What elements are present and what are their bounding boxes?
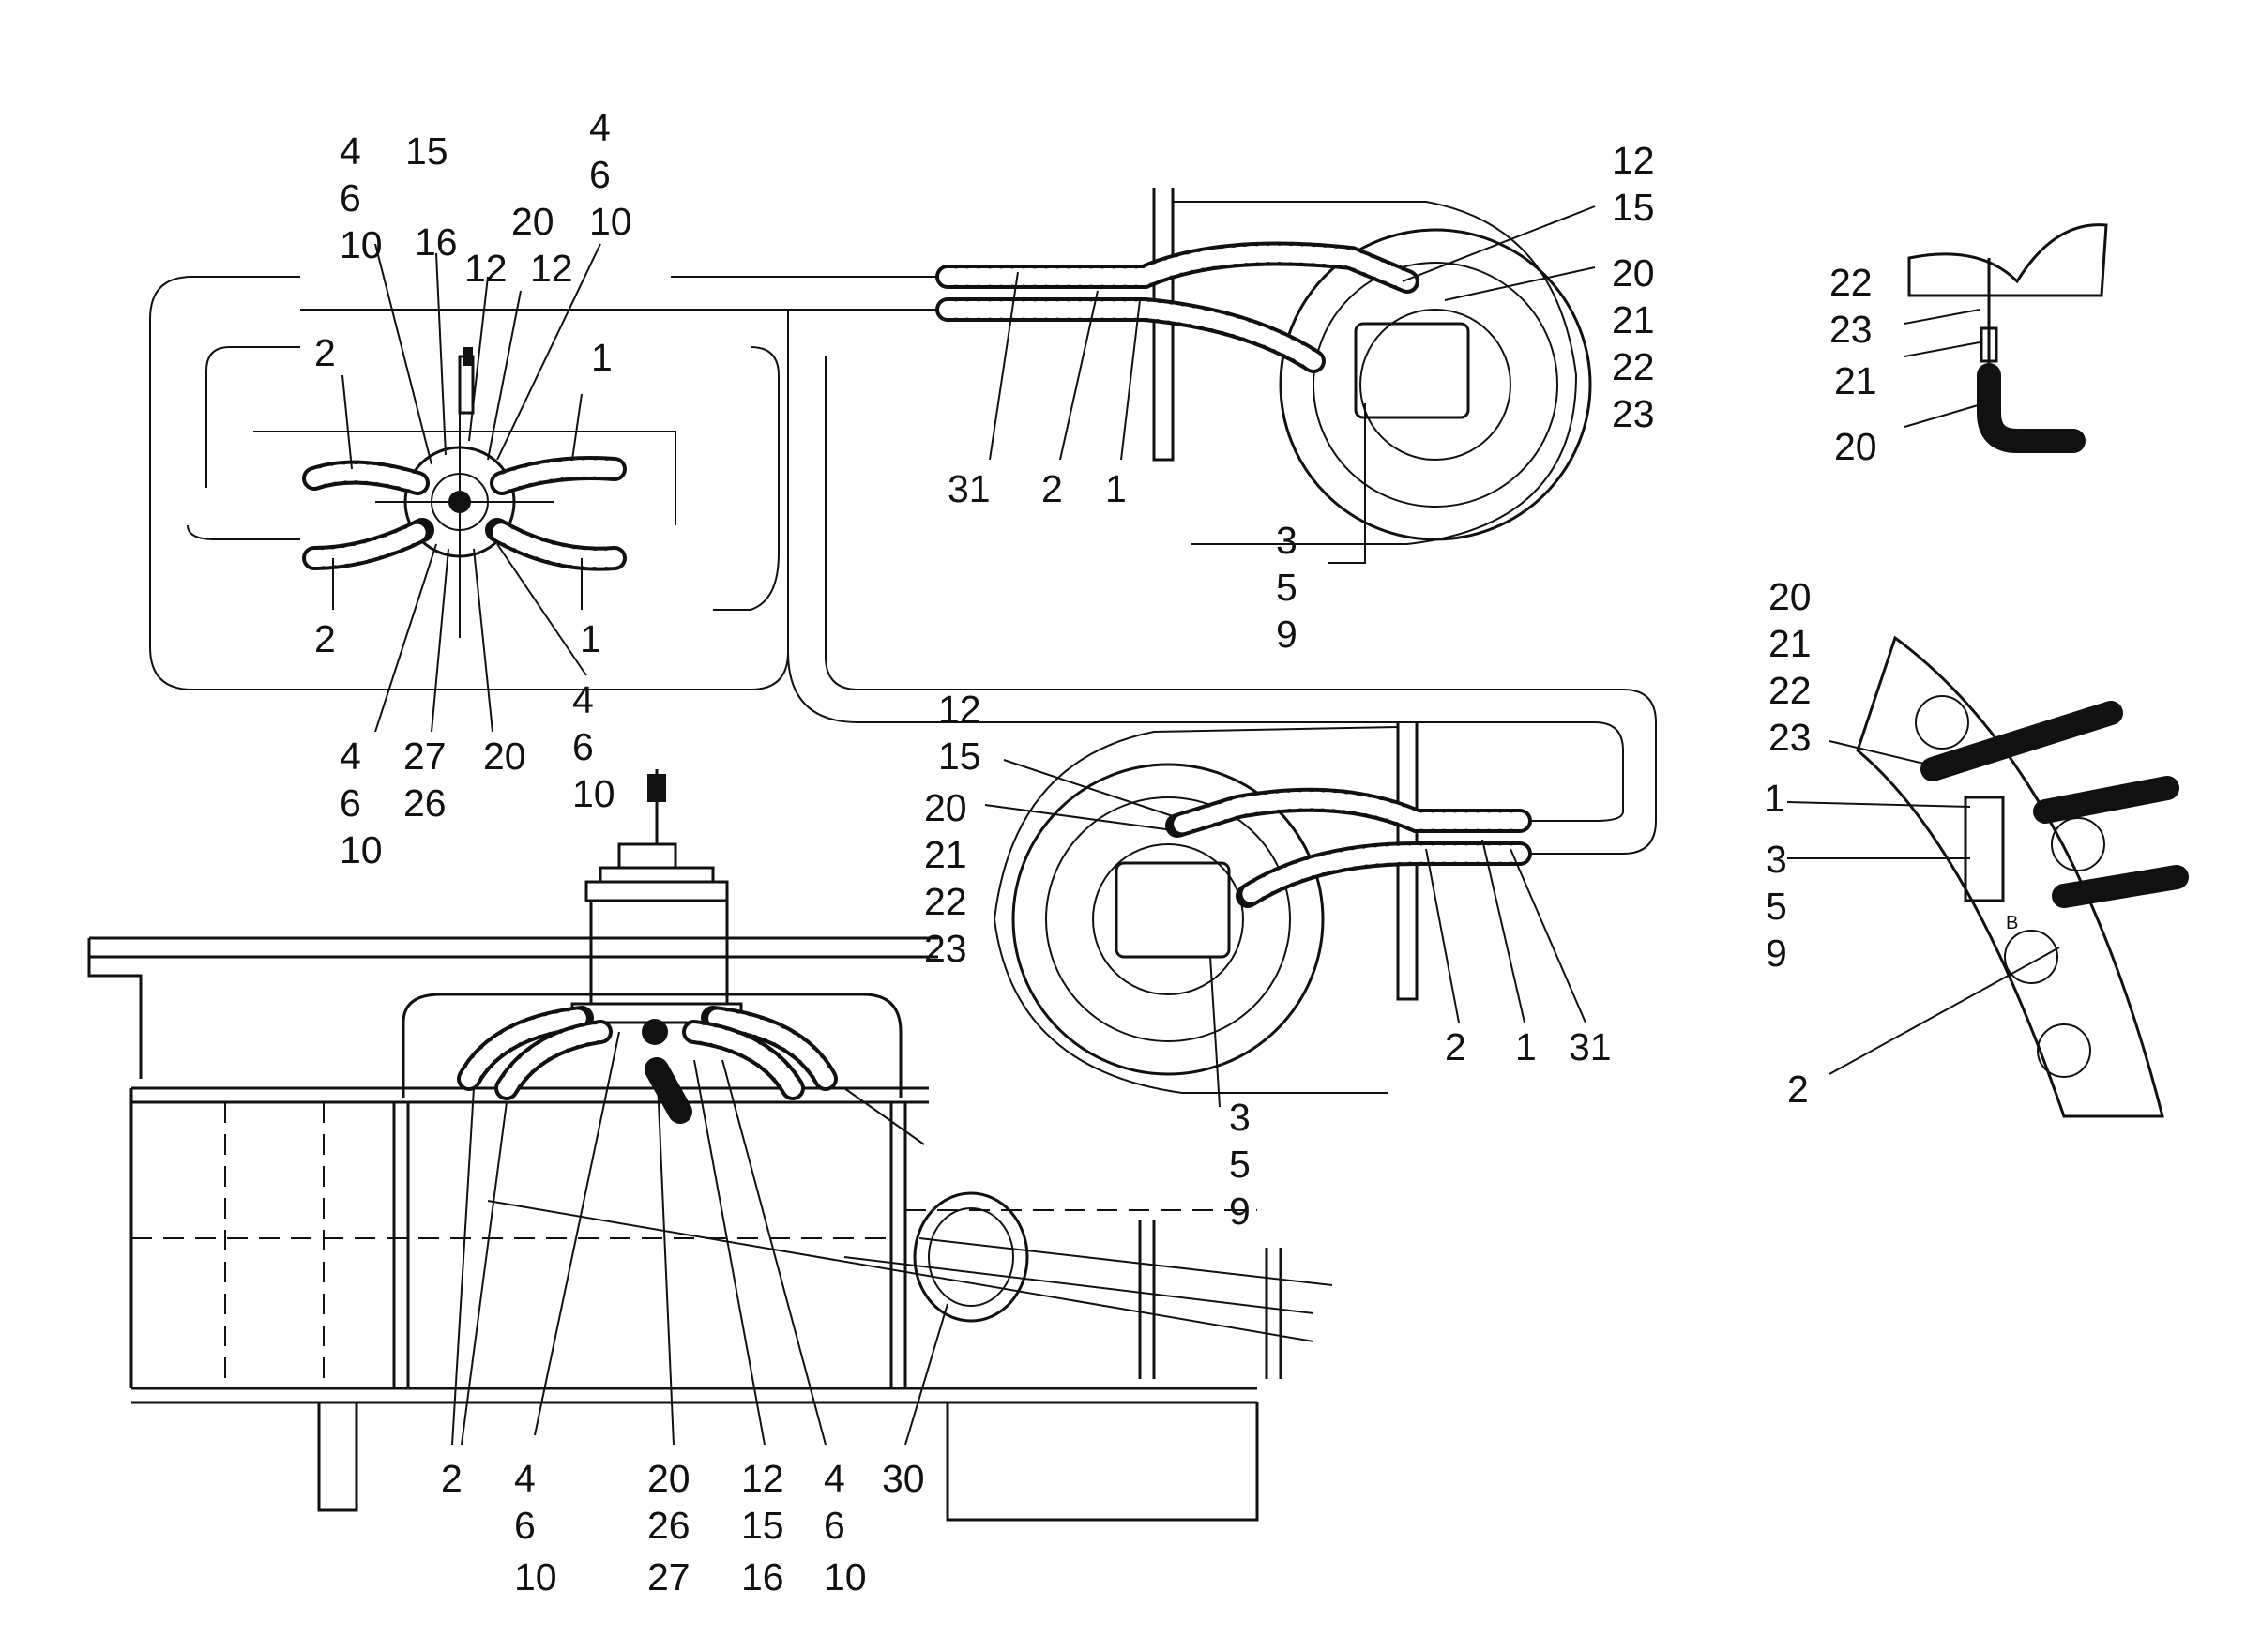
label-detail-b-5: 5	[1766, 885, 1787, 928]
label-detail-b-21: 21	[1768, 622, 1812, 665]
label-side-view-b: B	[2006, 913, 2018, 933]
label-side-view-20: 20	[647, 1457, 690, 1500]
label-upper-motor-3: 3	[1276, 519, 1297, 562]
label-side-view-4a: 4	[514, 1457, 536, 1500]
label-detail-b-1: 1	[1764, 777, 1785, 820]
detail-b-segment	[1786, 635, 2189, 1118]
label-upper-motor-22: 22	[1612, 345, 1655, 388]
label-side-view-6b: 6	[824, 1504, 845, 1547]
label-lower-motor-9: 9	[1229, 1190, 1251, 1233]
label-detail-a-23: 23	[1829, 308, 1873, 351]
label-lower-motor-22: 22	[924, 880, 967, 923]
hub-plan-view	[149, 243, 789, 733]
label-lower-motor-5: 5	[1229, 1143, 1251, 1186]
label-hub-top-20: 20	[511, 200, 554, 243]
label-upper-motor-20: 20	[1612, 251, 1655, 295]
label-hub-top-right-2: 6	[589, 153, 611, 196]
label-side-view-6a: 6	[514, 1504, 536, 1547]
label-lower-motor-20: 20	[924, 786, 967, 829]
label-hub-top-left-2: 6	[340, 176, 361, 220]
label-hub-left-2-lower: 2	[314, 617, 336, 660]
label-lower-motor-1: 1	[1515, 1025, 1537, 1068]
lower-motor-view	[984, 722, 1586, 1108]
label-hub-top-12a: 12	[464, 247, 508, 290]
label-side-view-30: 30	[882, 1457, 925, 1500]
label-upper-motor-9: 9	[1276, 613, 1297, 656]
label-lower-motor-23: 23	[924, 927, 967, 970]
label-hub-left-2-upper: 2	[314, 331, 336, 374]
label-hub-top-12b: 12	[530, 247, 573, 290]
detail-a-fitting	[1904, 223, 2108, 453]
label-hub-top-left-1: 4	[340, 129, 361, 173]
label-hub-top-15: 15	[405, 129, 448, 173]
label-hub-top-left-3: 10	[340, 223, 383, 266]
label-lower-motor-3: 3	[1229, 1096, 1251, 1139]
label-upper-motor-5: 5	[1276, 566, 1297, 609]
label-upper-motor-15: 15	[1612, 186, 1655, 229]
label-detail-b-20: 20	[1768, 575, 1812, 618]
label-detail-b-9: 9	[1766, 932, 1787, 975]
label-upper-motor-21: 21	[1612, 298, 1655, 341]
label-side-view-10b: 10	[824, 1555, 867, 1599]
label-hub-top-right-3: 10	[589, 200, 632, 243]
label-lower-motor-12: 12	[938, 688, 981, 731]
label-hub-bottom-right-1: 4	[572, 678, 594, 721]
chassis-side-view	[87, 769, 1333, 1522]
label-hub-top-right-1: 4	[589, 106, 611, 149]
label-side-view-2: 2	[441, 1457, 463, 1500]
label-hub-bottom-right-3: 10	[572, 772, 615, 815]
label-hub-top-16: 16	[415, 220, 458, 264]
callout-labels: 4 6 10 15 16 12 20 12 4 6 10 2 2 1 1 4 6…	[314, 106, 2018, 1599]
label-detail-b-2: 2	[1787, 1068, 1809, 1111]
upper-motor-view	[935, 188, 1596, 564]
label-upper-motor-12: 12	[1612, 139, 1655, 182]
label-upper-motor-23: 23	[1612, 392, 1655, 435]
label-hub-right-1-lower: 1	[580, 617, 601, 660]
label-side-view-12: 12	[741, 1457, 784, 1500]
label-side-view-27: 27	[647, 1555, 690, 1599]
label-detail-a-22: 22	[1829, 261, 1873, 304]
label-hub-bottom-left-2: 6	[340, 781, 361, 825]
label-side-view-10a: 10	[514, 1555, 557, 1599]
label-lower-motor-21: 21	[924, 833, 967, 876]
label-side-view-26: 26	[647, 1504, 690, 1547]
label-hub-bottom-right-2: 6	[572, 725, 594, 768]
label-side-view-4b: 4	[824, 1457, 845, 1500]
label-hub-bottom-26: 26	[403, 781, 447, 825]
label-detail-a-21: 21	[1834, 359, 1877, 402]
label-side-view-15: 15	[741, 1504, 784, 1547]
label-hub-bottom-left-3: 10	[340, 828, 383, 871]
label-detail-b-23: 23	[1768, 716, 1812, 759]
label-hub-bottom-27: 27	[403, 735, 447, 778]
label-lower-motor-15: 15	[938, 735, 981, 778]
label-lower-motor-2: 2	[1445, 1025, 1466, 1068]
label-detail-b-22: 22	[1768, 669, 1812, 712]
label-upper-motor-31: 31	[948, 467, 991, 510]
label-upper-motor-2: 2	[1041, 467, 1063, 510]
hose-route	[671, 276, 1657, 855]
label-detail-a-20: 20	[1834, 425, 1877, 468]
label-lower-motor-31: 31	[1569, 1025, 1612, 1068]
label-upper-motor-1: 1	[1105, 467, 1127, 510]
label-detail-b-3: 3	[1766, 838, 1787, 881]
label-hub-bottom-left-1: 4	[340, 735, 361, 778]
label-hub-right-1-upper: 1	[591, 336, 613, 379]
label-hub-bottom-20: 20	[483, 735, 526, 778]
label-side-view-16: 16	[741, 1555, 784, 1599]
